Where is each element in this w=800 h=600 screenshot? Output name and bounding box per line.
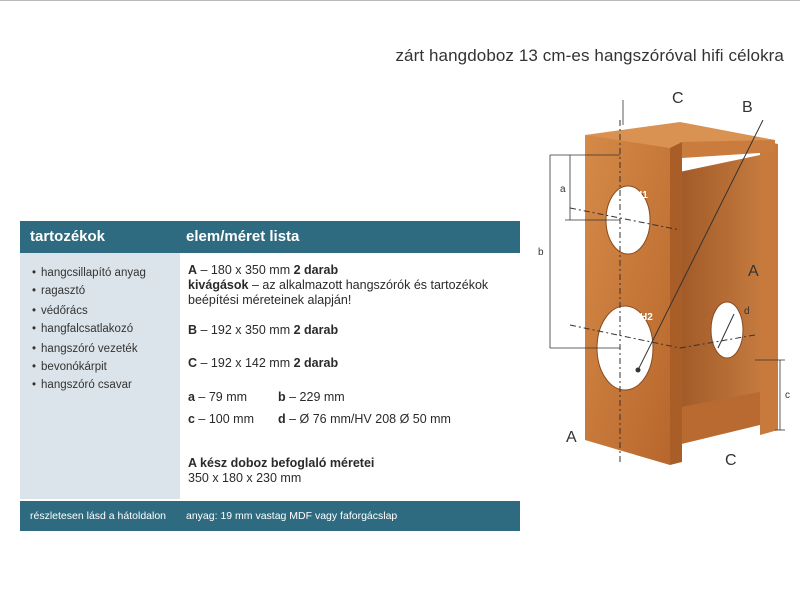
dim-c-value: – 100 mm [194,412,255,426]
dim-b-key: b [278,390,286,404]
dim-c-row: c – 100 mm [188,412,254,426]
panel-c-qty: 2 darab [293,356,339,370]
panel-b-row: B – 192 x 350 mm 2 darab [188,323,338,337]
hole-h1-label: H1 [635,190,648,201]
right-side-panel [760,140,778,435]
dim-d-value: – Ø 76 mm/HV 208 Ø 50 mm [285,412,451,426]
panel-b-size: – 192 x 350 mm [197,323,294,337]
list-item: hangcsillapító anyag [32,265,180,281]
side-panel-a [682,140,775,158]
list-item: ragasztó [32,283,180,299]
dim-a-value: – 79 mm [194,390,248,404]
header-accessories: tartozékok [30,228,106,245]
cutouts-label: kivágások [188,278,249,292]
dim-b-value: – 229 mm [285,390,345,404]
label-c-top: C [672,90,684,107]
footer-see-back: részletesen lásd a hátoldalon [30,510,167,522]
dim-d-label: d [744,306,750,317]
bottom-panel [665,392,760,448]
top-divider [0,0,800,1]
dim-b-label: b [538,247,544,258]
panel-a-qty: 2 darab [293,263,339,277]
panel-a-size: – 180 x 350 mm [197,263,294,277]
dim-d-row: d – Ø 76 mm/HV 208 Ø 50 mm [278,412,451,426]
dim-d-key: d [278,412,286,426]
dim-b-row: b – 229 mm [278,390,345,404]
dim-a-key: a [188,390,195,404]
table-footer: részletesen lásd a hátoldalon anyag: 19 … [20,501,520,531]
dim-c-key: c [188,412,195,426]
cutouts-text: – az alkalmazott hangszórók és tartozéko… [188,278,489,307]
panel-a-row: A – 180 x 350 mm 2 darab [188,263,338,277]
label-a-bottom: A [566,429,577,446]
front-panel-edge [670,142,682,465]
final-dims-heading: A kész doboz befoglaló méretei [188,456,375,470]
hole-h2-label: H2 [640,312,653,323]
table-header: tartozékok elem/méret lista [20,221,520,253]
footer-material: anyag: 19 mm vastag MDF vagy faforgácsla… [186,510,398,522]
info-table: tartozékok elem/méret lista hangcsillapí… [20,221,520,531]
dim-a-label: a [560,184,566,195]
list-item: védőrács [32,303,180,319]
page-title: zárt hangdoboz 13 cm-es hangszóróval hif… [395,46,784,65]
label-b-top: B [742,99,753,116]
panel-a-label: A [188,263,198,277]
cutouts-note: kivágások – az alkalmazott hangszórók és… [188,278,508,308]
panel-b-label: B [188,323,198,337]
list-item: hangfalcsatlakozó [32,321,180,337]
accessories-column: hangcsillapító anyag ragasztó védőrács h… [20,253,180,499]
final-dims-value: 350 x 180 x 230 mm [188,471,302,485]
dim-a-row: a – 79 mm [188,390,247,404]
panel-b-qty: 2 darab [293,323,339,337]
label-a-right: A [748,263,759,280]
panel-c-label: C [188,356,198,370]
header-element-list: elem/méret lista [186,228,300,245]
dim-c-label: c [785,390,790,401]
accessories-list: hangcsillapító anyag ragasztó védőrács h… [20,253,180,393]
panel-c-row: C – 192 x 142 mm 2 darab [188,356,338,370]
panel-c-size: – 192 x 142 mm [197,356,294,370]
speaker-box-drawing: H1 H2 d C B A A C a b c [538,90,790,469]
front-panel [585,135,670,465]
list-item: bevonókárpit [32,359,180,375]
final-dims-title: A kész doboz befoglaló méretei [188,456,374,470]
back-panel [665,155,760,430]
label-c-bottom: C [725,452,737,469]
list-item: hangszóró vezeték [32,341,180,357]
list-item: hangszóró csavar [32,377,180,393]
element-list-column: A – 180 x 350 mm 2 darab kivágások – az … [182,253,520,499]
